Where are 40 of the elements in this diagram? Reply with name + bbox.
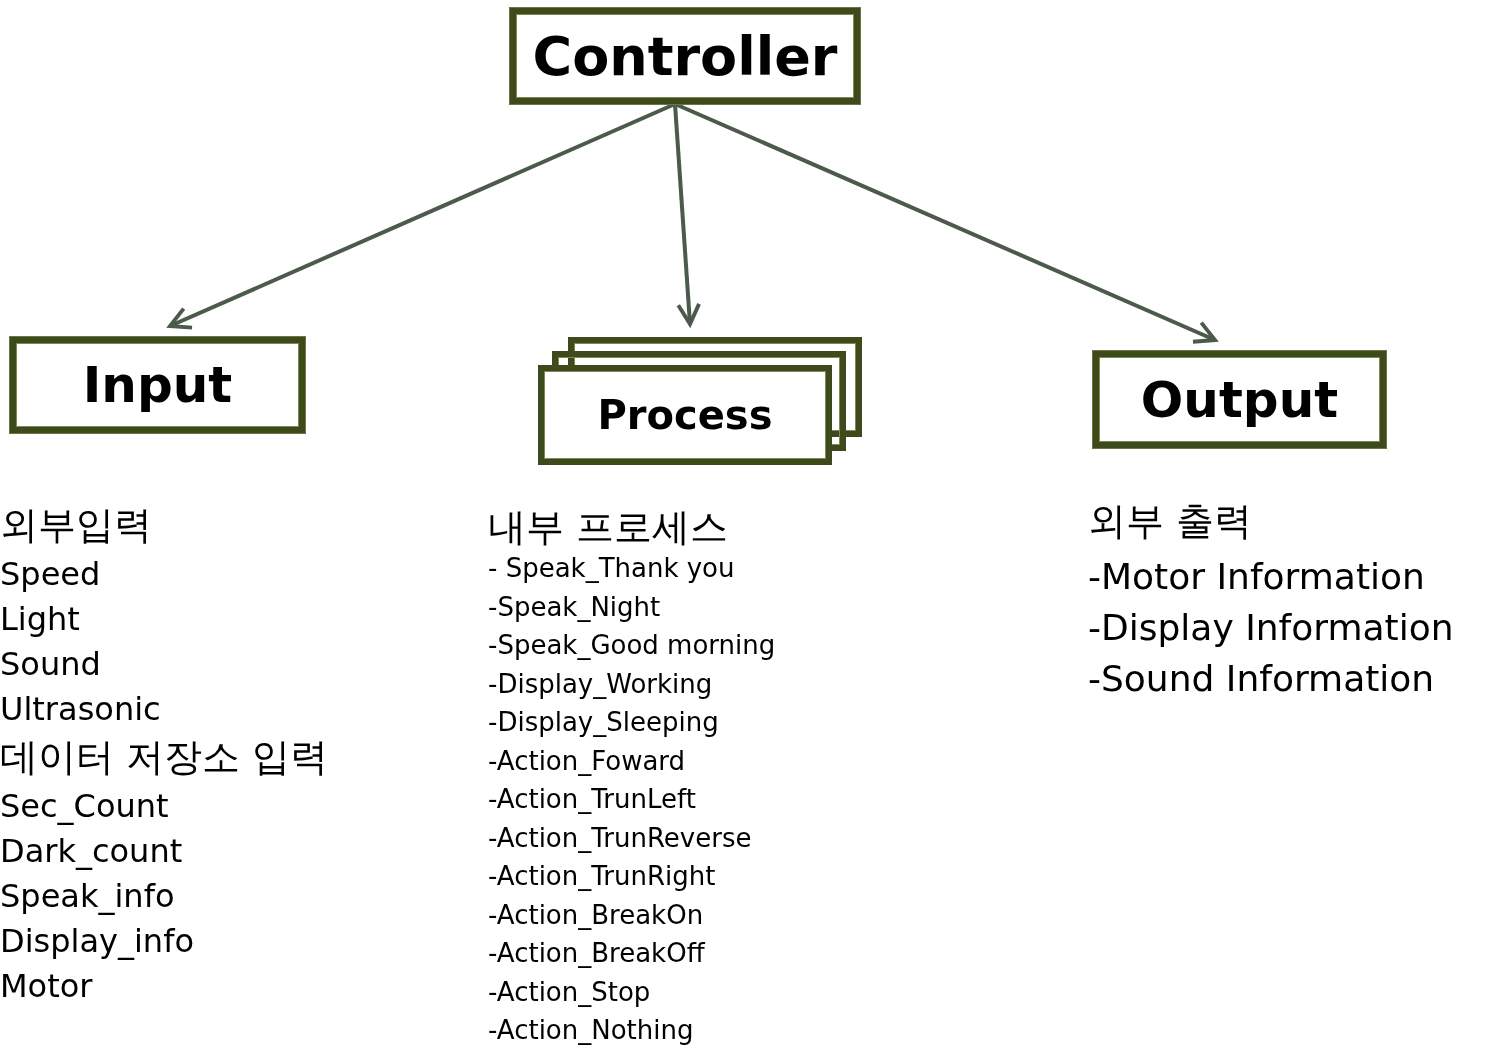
list-item: -Action_BreakOff — [488, 937, 707, 971]
section-heading: 외부입력 — [0, 502, 153, 549]
list-item: -Display_Sleeping — [488, 706, 720, 740]
list-item: Dark_count — [0, 830, 184, 872]
stacked-process-box — [538, 337, 862, 465]
list-item: -Action_TrunLeft — [488, 783, 697, 817]
arrow — [168, 102, 676, 330]
list-item: Ultrasonic — [0, 688, 162, 730]
list-item: -Action_Stop — [488, 975, 652, 1009]
process-box — [1093, 351, 1386, 448]
list-item: Speed — [0, 553, 102, 595]
node-label: Input — [82, 356, 233, 414]
section-heading: 데이터 저장소 입력 — [0, 733, 329, 781]
list-item: -Speak_Good morning — [488, 629, 776, 663]
list-item: Light — [0, 598, 81, 640]
list-item: Motor — [0, 965, 94, 1007]
list-item: Sound — [0, 643, 102, 685]
section-heading: 외부 출력 — [1088, 498, 1254, 545]
list-item: Display_info — [0, 920, 195, 962]
process-box — [510, 8, 860, 104]
section-heading: 내부 프로세스 — [488, 505, 730, 550]
list-item: -Speak_Night — [488, 590, 662, 624]
list-item: -Display_Working — [488, 667, 714, 701]
arrow — [674, 102, 1217, 344]
list-item: -Motor Information — [1088, 554, 1426, 599]
list-item: -Action_Nothing — [488, 1014, 695, 1048]
process-box — [10, 337, 305, 433]
node-label: Output — [1140, 370, 1339, 429]
list-item: -Display Information — [1088, 605, 1454, 650]
list-item: Sec_Count — [0, 785, 170, 827]
list-item: Speak_info — [0, 875, 176, 917]
list-item: -Action_BreakOn — [488, 898, 705, 932]
list-item: - Speak_Thank you — [488, 552, 736, 586]
list-item: -Action_TrunReverse — [488, 821, 753, 855]
list-item: -Action_Foward — [488, 744, 687, 778]
list-item: -Action_TrunRight — [488, 860, 717, 894]
node-label: Controller — [532, 24, 838, 88]
node-label: Process — [597, 392, 773, 438]
list-item: -Sound Information — [1088, 656, 1436, 701]
arrow — [673, 103, 701, 326]
